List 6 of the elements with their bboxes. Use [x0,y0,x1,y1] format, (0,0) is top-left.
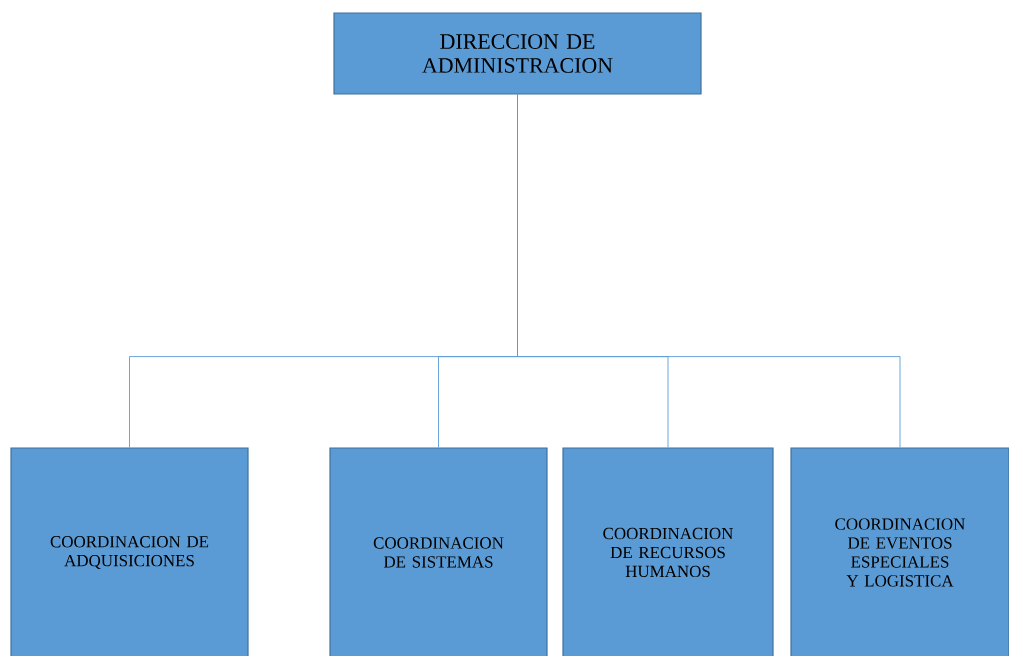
department-box: COORDINACION DE EVENTOS ESPECIALES Y LOGISTICA [790,447,1009,656]
department-box: COORDINACION DE ADQUISICIONES [10,447,249,656]
connector-line [517,94,901,448]
department-box: COORDINACION DE SISTEMAS [329,447,548,656]
department-box: COORDINACION DE RECURSOS HUMANOS [562,447,774,656]
title-box: DIRECCION DE ADMINISTRACION [333,12,702,95]
